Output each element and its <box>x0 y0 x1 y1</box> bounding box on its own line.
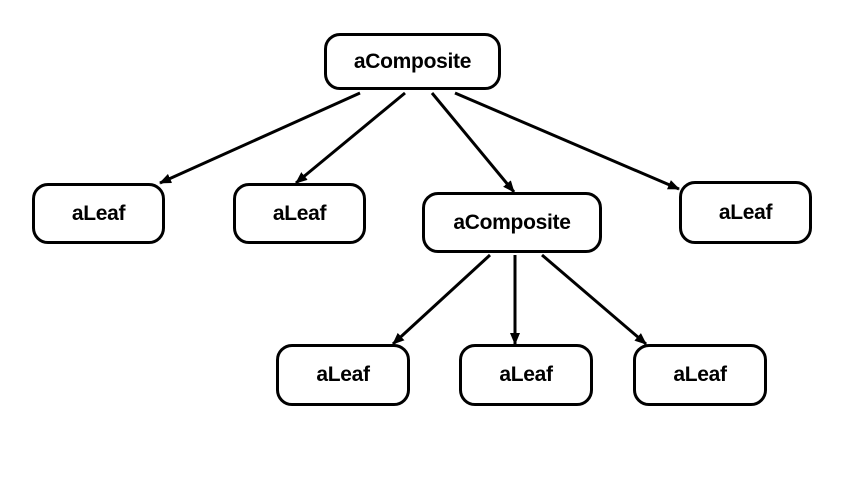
leaf-node: aLeaf <box>459 344 593 406</box>
edge-comp2-to-leaf6 <box>541 253 647 346</box>
edge-root-to-leaf1 <box>159 91 361 185</box>
leaf-node: aLeaf <box>32 183 165 244</box>
edge-comp2-to-leaf4 <box>391 253 492 346</box>
leaf-node: aLeaf <box>679 181 812 244</box>
edge-root-to-comp2 <box>430 92 516 193</box>
leaf-node: aLeaf <box>633 344 767 406</box>
child-composite-node: aComposite <box>422 192 602 253</box>
root-composite-node: aComposite <box>324 33 501 90</box>
leaf-node: aLeaf <box>233 183 366 244</box>
edge-root-to-leaf3 <box>454 91 680 191</box>
edge-root-to-leaf2 <box>295 91 406 185</box>
leaf-node: aLeaf <box>276 344 410 406</box>
